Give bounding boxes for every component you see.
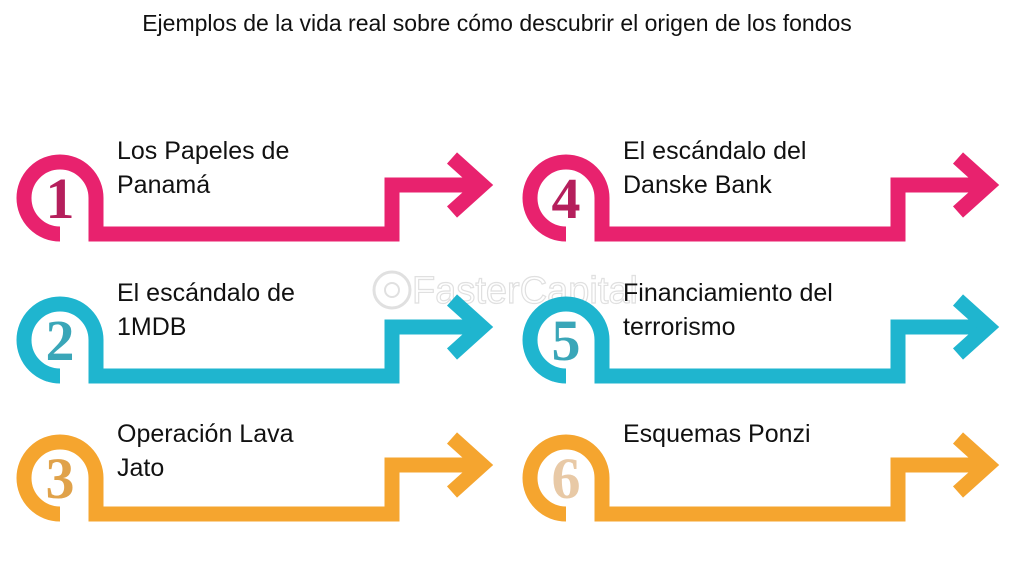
arrow-item-2: 2 (16, 294, 494, 384)
step-number-4: 4 (552, 166, 581, 231)
item-label-3: Operación Lava Jato (117, 417, 397, 485)
arrow-6-shape (522, 434, 984, 522)
arrow-item-1: 1 (16, 152, 494, 242)
watermark-text: FasterCapital (412, 270, 638, 312)
item-label-4-line-1: El escándalo del (623, 137, 807, 165)
item-label-3-line-2: Jato (117, 454, 165, 482)
item-label-6-line-1: Esquemas Ponzi (623, 420, 811, 448)
step-number-1: 1 (46, 166, 75, 231)
item-label-1: Los Papeles de Panamá (117, 134, 397, 202)
item-label-2: El escándalo de 1MDB (117, 276, 397, 344)
arrow-6-head (952, 432, 1000, 498)
arrow-item-5: 5 (522, 294, 1000, 384)
item-label-2-line-1: El escándalo de (117, 279, 295, 307)
page-title: Ejemplos de la vida real sobre cómo desc… (142, 10, 852, 36)
arrow-5-head (952, 294, 1000, 360)
arrow-item-4: 4 (522, 152, 1000, 242)
arrow-1-shape (16, 154, 478, 242)
step-number-2: 2 (46, 308, 75, 373)
item-label-4-line-2: Danske Bank (623, 171, 772, 199)
arrow-3-head (446, 432, 494, 498)
arrow-5-shape (522, 296, 984, 384)
arrow-item-3: 3 (16, 432, 494, 522)
watermark-gear-hub-icon (384, 282, 400, 298)
watermark-gear-icon (372, 270, 412, 310)
step-number-6: 6 (552, 446, 581, 511)
watermark-logo: FasterCapital (372, 269, 639, 313)
arrow-4-shape (522, 154, 984, 242)
arrow-2-head (446, 294, 494, 360)
item-label-5-line-2: terrorismo (623, 313, 736, 341)
arrow-2-shape (16, 296, 478, 384)
arrow-4-head (952, 152, 1000, 218)
arrow-3-shape (16, 434, 478, 522)
arrow-1-head (446, 152, 494, 218)
item-label-2-line-2: 1MDB (117, 313, 187, 341)
step-number-5: 5 (552, 308, 581, 373)
step-number-3: 3 (46, 446, 75, 511)
item-label-1-line-2: Panamá (117, 171, 211, 199)
item-label-4: El escándalo del Danske Bank (623, 134, 903, 202)
item-label-6: Esquemas Ponzi (623, 417, 903, 451)
item-label-1-line-1: Los Papeles de (117, 137, 290, 165)
item-label-3-line-1: Operación Lava (117, 420, 294, 448)
arrow-item-6: 6 (522, 432, 1000, 522)
item-label-5: Financiamiento del terrorismo (623, 276, 903, 344)
item-label-5-line-1: Financiamiento del (623, 279, 833, 307)
